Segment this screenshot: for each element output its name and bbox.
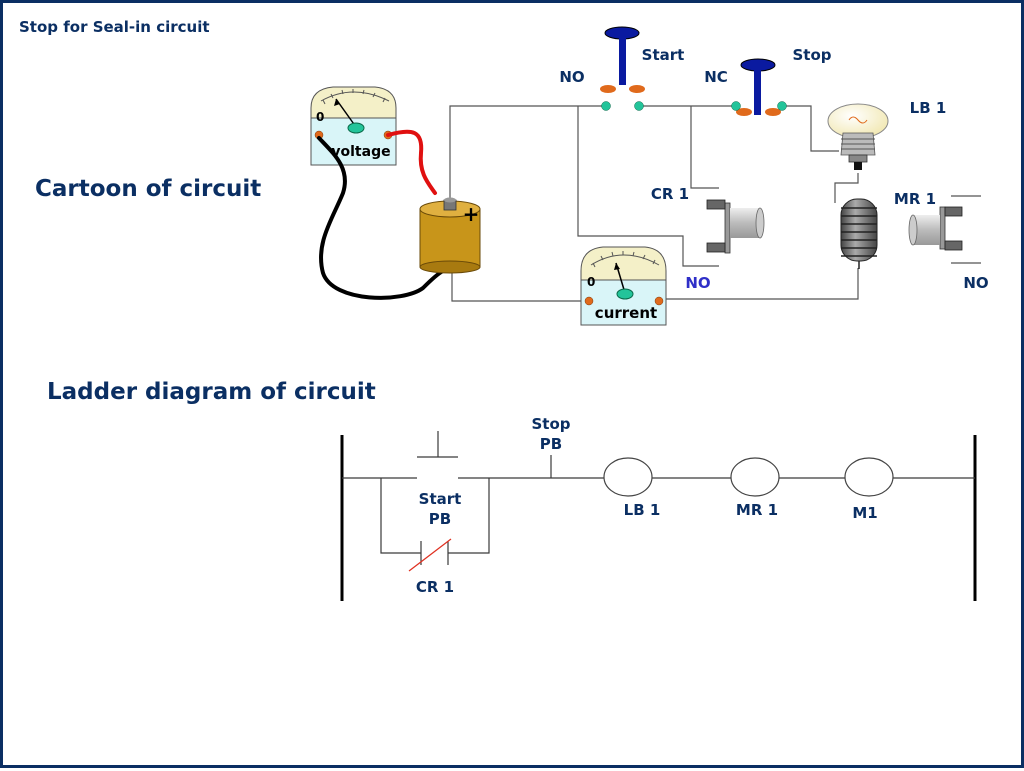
ammeter-label: current <box>595 304 657 322</box>
ladder-cr1-branch: CR 1 <box>380 478 490 596</box>
stop-pb-line1: Stop <box>531 415 570 433</box>
battery-plus: + <box>463 202 480 226</box>
m1-ladder-label: M1 <box>852 504 877 522</box>
cr1-label: CR 1 <box>651 185 689 203</box>
relay-contact-cr1: CR 1 NO <box>651 185 765 292</box>
ladder-diagram: Start PB CR 1 Stop PB LB 1 MR 1 <box>340 415 977 601</box>
start-label: Start <box>642 46 685 64</box>
black-lead <box>317 136 445 300</box>
light-bulb: LB 1 <box>827 99 947 170</box>
start-pb-line1: Start <box>419 490 462 508</box>
ammeter: 0 current <box>580 246 667 326</box>
cr1-ladder-label: CR 1 <box>416 578 454 596</box>
ladder-heading: Ladder diagram of circuit <box>47 379 376 405</box>
lb1-label: LB 1 <box>910 99 947 117</box>
mr1-label: MR 1 <box>894 190 936 208</box>
voltmeter: 0 voltage <box>310 86 397 166</box>
cartoon-heading: Cartoon of circuit <box>35 176 261 202</box>
stop-pushbutton[interactable]: Stop NC <box>704 46 832 116</box>
ladder-stop-pb: Stop PB <box>530 415 571 479</box>
mr1-no-label: NO <box>963 274 988 292</box>
ladder-m1: M1 <box>844 457 894 522</box>
stop-pb-line2: PB <box>540 435 562 453</box>
cr1-no-label: NO <box>685 274 710 292</box>
battery: + <box>419 197 481 274</box>
ladder-start-pb: Start PB <box>417 431 461 528</box>
slide-title: Stop for Seal-in circuit <box>19 18 210 36</box>
ladder-lb1: LB 1 <box>603 457 661 519</box>
mr1-ladder-label: MR 1 <box>736 501 778 519</box>
stop-label: Stop <box>792 46 831 64</box>
circuit-diagram: Stop for Seal-in circuit Cartoon of circ… <box>19 18 989 601</box>
cartoon-wires <box>449 105 859 302</box>
red-lead <box>386 129 437 195</box>
relay-contact-mr1: MR 1 NO <box>894 190 989 292</box>
relay-coil-mr1 <box>840 198 878 269</box>
voltmeter-zero: 0 <box>316 110 324 124</box>
ammeter-zero: 0 <box>587 275 595 289</box>
voltmeter-label: voltage <box>331 144 390 160</box>
start-no-label: NO <box>559 68 584 86</box>
start-pb-line2: PB <box>429 510 451 528</box>
lb1-ladder-label: LB 1 <box>624 501 661 519</box>
start-pushbutton[interactable]: Start NO <box>559 26 685 111</box>
stop-nc-label: NC <box>704 68 728 86</box>
ladder-mr1: MR 1 <box>730 457 780 519</box>
